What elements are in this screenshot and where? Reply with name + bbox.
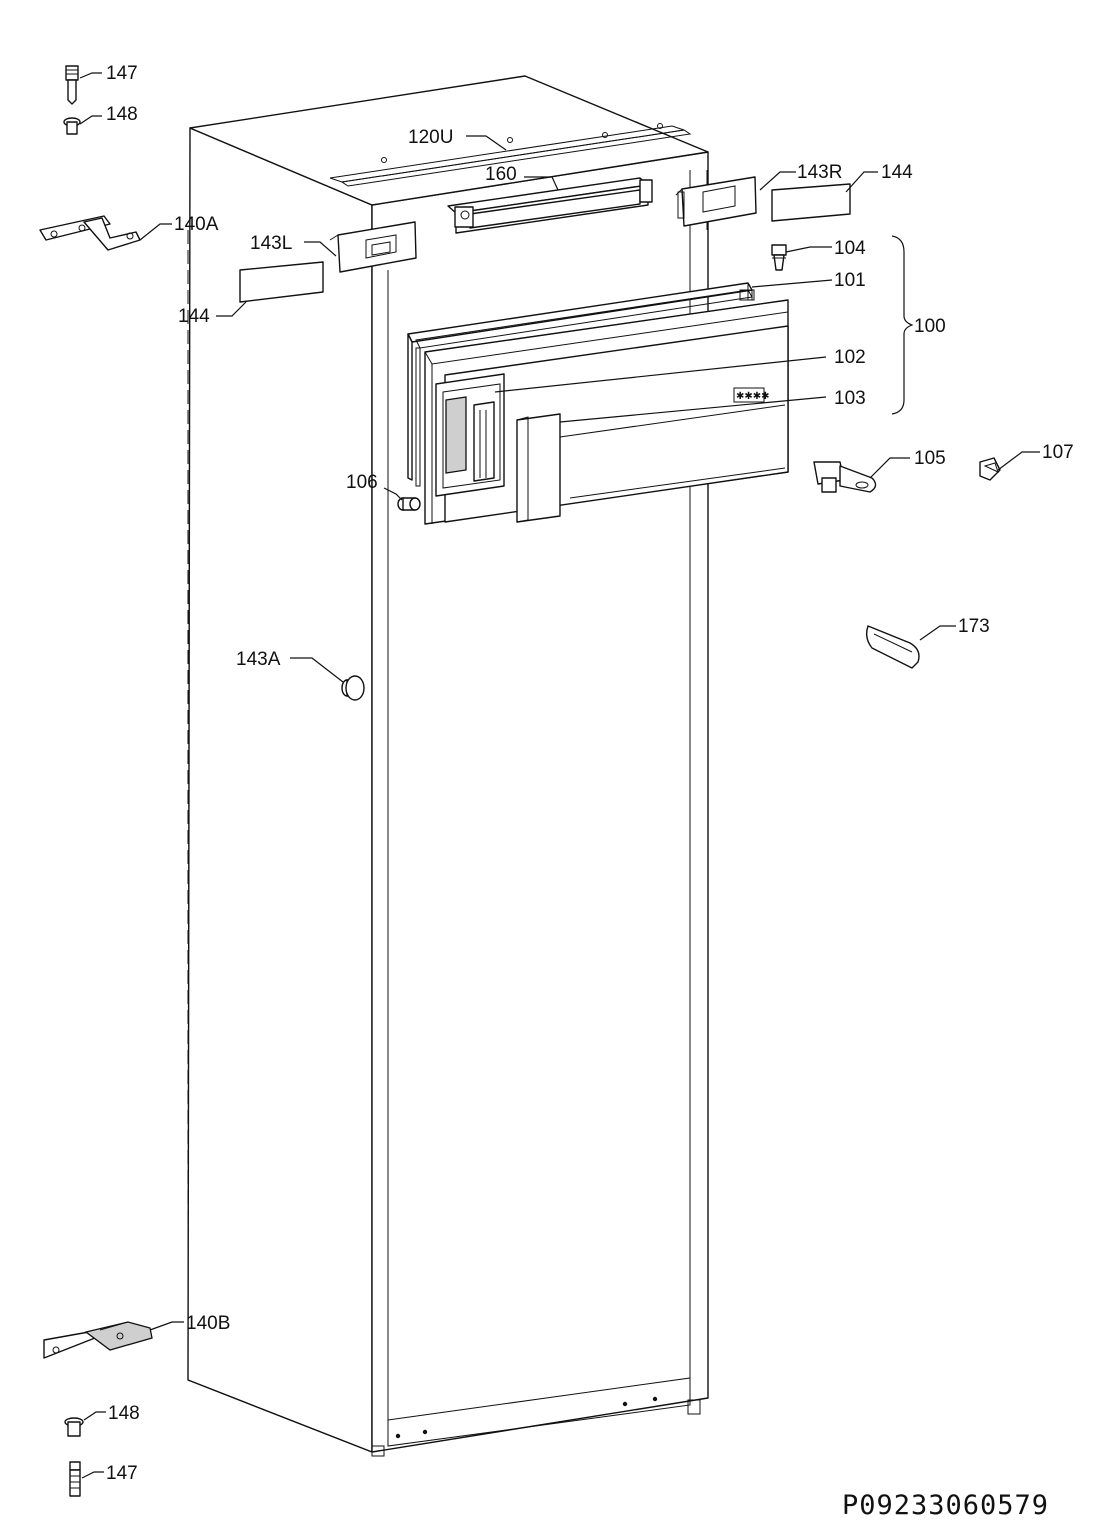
label-100: 100 xyxy=(914,316,946,337)
label-147-top: 147 xyxy=(106,63,138,84)
part-143A-knob xyxy=(341,675,365,701)
label-105: 105 xyxy=(914,448,946,469)
part-143R-cover-right xyxy=(675,176,757,227)
label-107: 107 xyxy=(1042,442,1074,463)
part-160-light-bar xyxy=(447,177,653,234)
part-147-screw-bottom xyxy=(69,1461,81,1497)
leader-lines xyxy=(79,72,1040,1479)
label-144-right: 144 xyxy=(881,162,913,183)
label-103: 103 xyxy=(834,388,866,409)
part-106-pin xyxy=(397,497,421,511)
label-106: 106 xyxy=(346,472,378,493)
label-147-bottom: 147 xyxy=(106,1463,138,1484)
part-107-clip xyxy=(979,457,1001,481)
part-147-screw-top xyxy=(65,65,79,105)
label-143L: 143L xyxy=(250,233,292,254)
diagram-code: P09233060579 xyxy=(842,1490,1049,1521)
part-143L-cover-left xyxy=(329,221,417,273)
part-148-nut-top xyxy=(63,117,81,135)
part-105-hinge-key xyxy=(813,461,877,493)
part-100-freezer-door: ✱✱✱✱ xyxy=(407,282,789,525)
label-140B: 140B xyxy=(186,1313,230,1334)
svg-text:✱✱✱✱: ✱✱✱✱ xyxy=(736,391,770,402)
label-144-left: 144 xyxy=(178,306,210,327)
label-143R: 143R xyxy=(797,162,842,183)
label-143A: 143A xyxy=(236,649,281,670)
label-148-top: 148 xyxy=(106,104,138,125)
label-160: 160 xyxy=(485,164,517,185)
part-173-guide xyxy=(865,625,920,669)
label-148-bottom: 148 xyxy=(108,1403,140,1424)
label-120U: 120U xyxy=(408,127,453,148)
label-104: 104 xyxy=(834,238,866,259)
label-101: 101 xyxy=(834,270,866,291)
part-148-nut-bottom xyxy=(64,1417,84,1437)
part-labels: 147 148 120U 160 143R 144 140A 143L 104 … xyxy=(106,63,1074,1521)
part-104-screw xyxy=(771,244,787,271)
part-140A-hinge-top xyxy=(39,215,141,251)
part-144-strip-left xyxy=(239,261,324,303)
part-140B-hinge-bottom xyxy=(43,1321,153,1359)
label-173: 173 xyxy=(958,616,990,637)
part-144-strip-right xyxy=(771,183,851,222)
label-102: 102 xyxy=(834,347,866,368)
label-140A: 140A xyxy=(174,214,219,235)
